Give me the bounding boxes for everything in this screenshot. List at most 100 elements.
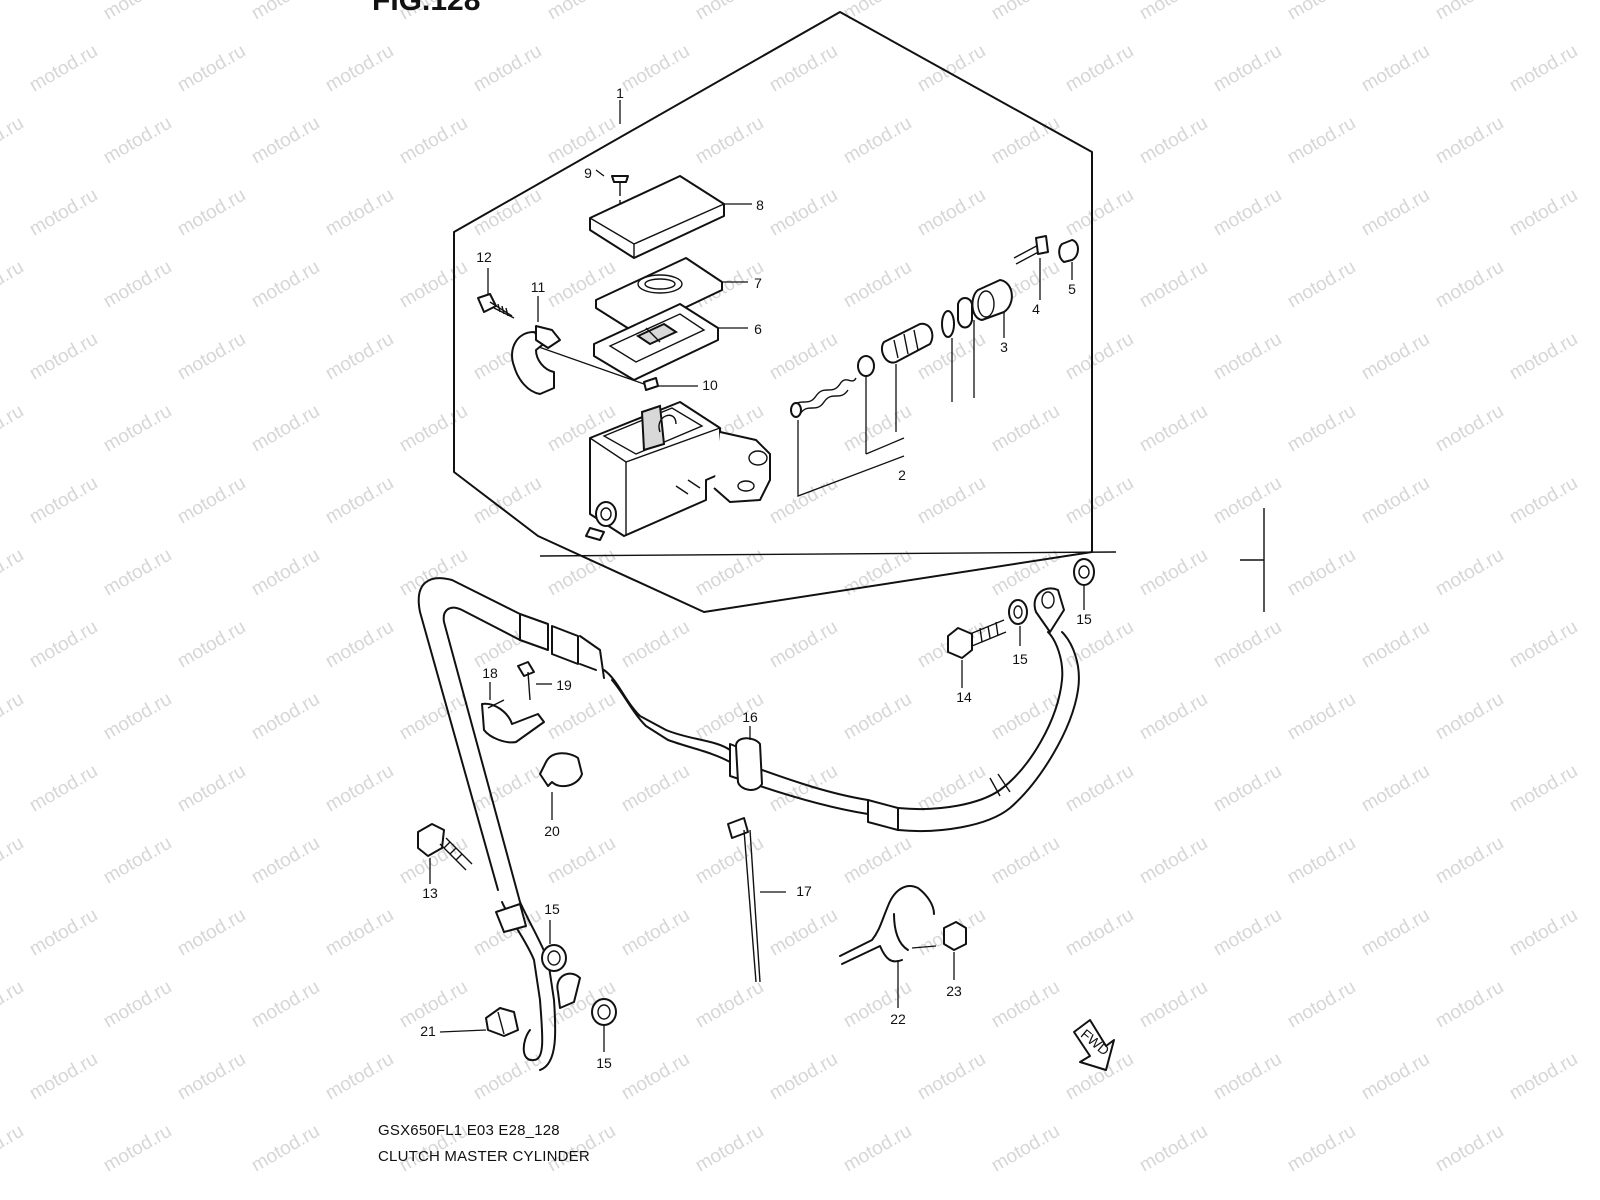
watermark-text: motod.ru	[26, 329, 101, 385]
watermark-text: motod.ru	[766, 185, 841, 241]
watermark-text: motod.ru	[174, 761, 249, 817]
watermark-text: motod.ru	[1284, 257, 1359, 313]
watermark-text: motod.ru	[1136, 401, 1211, 457]
callout-10: 10	[702, 377, 718, 393]
watermark-text: motod.ru	[914, 473, 989, 529]
part-7-diaphragm-plate[interactable]	[595, 257, 723, 333]
watermark-text: motod.ru	[840, 257, 915, 313]
watermark-text: motod.ru	[988, 977, 1063, 1033]
part-22-bracket[interactable]	[839, 885, 937, 1008]
part-18-clamp[interactable]	[481, 682, 545, 744]
callout-15-d: 15	[596, 1055, 612, 1071]
watermark-text: motod.ru	[1432, 257, 1507, 313]
watermark-text: motod.ru	[1432, 977, 1507, 1033]
part-15-washer-a[interactable]	[1008, 599, 1028, 646]
watermark-text: motod.ru	[1284, 113, 1359, 169]
part-5-nut[interactable]	[1058, 239, 1079, 280]
watermark-text: motod.ru	[1210, 761, 1285, 817]
watermark-text: motod.ru	[100, 401, 175, 457]
part-23-nut[interactable]	[943, 921, 967, 980]
watermark-text: motod.ru	[26, 41, 101, 97]
watermark-text: motod.ru	[766, 329, 841, 385]
watermark-text: motod.ru	[1358, 185, 1433, 241]
watermark-text: motod.ru	[1432, 0, 1507, 24]
part-4-pushrod[interactable]	[1013, 235, 1049, 300]
watermark-text: motod.ru	[1062, 41, 1137, 97]
watermark-text: motod.ru	[1136, 0, 1211, 24]
callout-16: 16	[742, 709, 758, 725]
callout-5: 5	[1068, 281, 1076, 297]
watermark-text: motod.ru	[248, 401, 323, 457]
watermark-text: motod.ru	[174, 41, 249, 97]
watermark-text: motod.ru	[174, 329, 249, 385]
watermark-text: motod.ru	[1210, 185, 1285, 241]
watermark-text: motod.ru	[1506, 329, 1581, 385]
watermark-text: motod.ru	[322, 1049, 397, 1105]
watermark-text: motod.ru	[766, 761, 841, 817]
watermark-text: motod.ru	[544, 0, 619, 24]
watermark-text: motod.ru	[1284, 401, 1359, 457]
fwd-arrow-icon: FWD	[1073, 1019, 1115, 1071]
watermark-text: motod.ru	[322, 473, 397, 529]
watermark-text: motod.ru	[26, 185, 101, 241]
watermark-text: motod.ru	[248, 0, 323, 24]
watermark-text: motod.ru	[1358, 905, 1433, 961]
assembly-name: CLUTCH MASTER CYLINDER	[378, 1148, 590, 1165]
part-15-washer-b[interactable]	[1073, 558, 1095, 610]
watermark-text: motod.ru	[0, 257, 27, 313]
callout-9: 9	[584, 165, 592, 181]
watermark-text: motod.ru	[470, 1049, 545, 1105]
part-2-piston-set[interactable]	[790, 297, 975, 497]
watermark-text: motod.ru	[396, 401, 471, 457]
part-14-union-bolt[interactable]	[947, 619, 1007, 688]
watermark-text: motod.ru	[618, 41, 693, 97]
part-9-screw[interactable]	[611, 175, 629, 232]
watermark-text: motod.ru	[840, 1121, 915, 1177]
watermark-text: motod.ru	[766, 905, 841, 961]
watermark-text: motod.ru	[1358, 41, 1433, 97]
watermark-text: motod.ru	[0, 689, 27, 745]
watermark-text: motod.ru	[1358, 329, 1433, 385]
part-6-diaphragm[interactable]	[593, 303, 719, 381]
watermark-text: motod.ru	[248, 1121, 323, 1177]
watermark-text: motod.ru	[396, 689, 471, 745]
callout-6: 6	[754, 321, 762, 337]
watermark-text: motod.ru	[1136, 1121, 1211, 1177]
watermark-text: motod.ru	[766, 41, 841, 97]
watermark-text: motod.ru	[0, 977, 27, 1033]
part-3-boot[interactable]	[971, 279, 1013, 338]
part-8-reservoir-cover[interactable]	[589, 175, 725, 259]
part-19-bolt[interactable]	[517, 661, 552, 701]
part-15-washer-c[interactable]	[541, 920, 567, 972]
part-13-union-bolt[interactable]	[417, 823, 473, 884]
watermark-text: motod.ru	[1062, 761, 1137, 817]
watermark-text: motod.ru	[692, 0, 767, 24]
part-11-clamp[interactable]	[511, 325, 561, 395]
watermark-text: motod.ru	[1358, 1049, 1433, 1105]
watermark-text: motod.ru	[396, 113, 471, 169]
master-cylinder-body[interactable]	[585, 401, 771, 541]
watermark-text: motod.ru	[322, 329, 397, 385]
watermark-text: motod.ru	[100, 0, 175, 24]
watermark-text: motod.ru	[470, 41, 545, 97]
watermark-text: motod.ru	[174, 905, 249, 961]
part-17-cable-tie[interactable]	[727, 817, 786, 983]
callout-3: 3	[1000, 339, 1008, 355]
part-21-clip[interactable]	[439, 1007, 519, 1037]
watermark-text: motod.ru	[1432, 689, 1507, 745]
assembly-frame	[453, 11, 1265, 613]
watermark-text: motod.ru	[322, 905, 397, 961]
part-12-bolt[interactable]	[477, 293, 515, 319]
watermark-text: motod.ru	[174, 1049, 249, 1105]
watermark-text: motod.ru	[988, 113, 1063, 169]
callout-15-c: 15	[544, 901, 560, 917]
watermark-text: motod.ru	[766, 473, 841, 529]
part-15-washer-d[interactable]	[591, 998, 617, 1052]
watermark-text: motod.ru	[914, 1049, 989, 1105]
watermark-text: motod.ru	[1136, 977, 1211, 1033]
callout-4: 4	[1032, 301, 1040, 317]
callout-18: 18	[482, 665, 498, 681]
part-20-clip[interactable]	[539, 752, 583, 820]
watermark-text: motod.ru	[174, 617, 249, 673]
part-16-clamp[interactable]	[735, 726, 763, 791]
